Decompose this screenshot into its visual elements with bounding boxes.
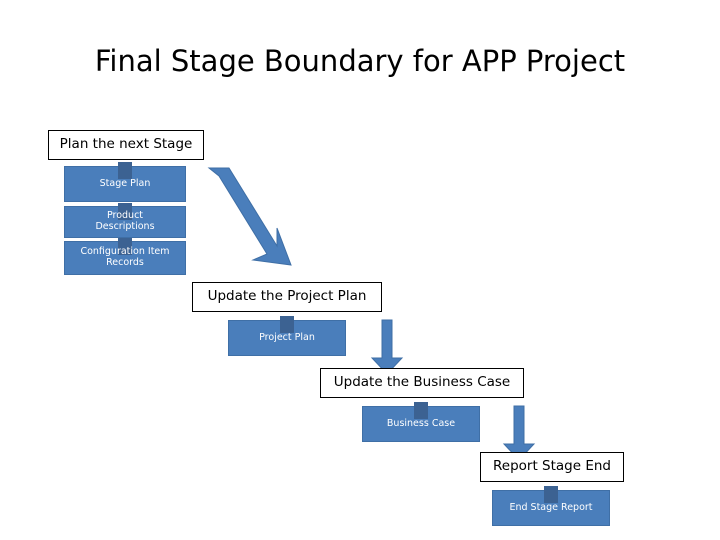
document-icon: [118, 162, 132, 179]
output-stage-plan[interactable]: Stage Plan: [64, 162, 186, 202]
output-label: End Stage Report: [509, 501, 593, 513]
output-project-plan[interactable]: Project Plan: [228, 316, 346, 356]
page-title: Final Stage Boundary for APP Project: [94, 44, 626, 78]
step-update-the-business-case[interactable]: Update the Business Case: [320, 368, 524, 398]
output-end-stage-report[interactable]: End Stage Report: [492, 486, 610, 526]
document-icon: [544, 486, 558, 503]
output-label: Configuration Item Records: [80, 246, 170, 268]
document-icon: [414, 402, 428, 419]
arrow-plan-to-update-plan: [205, 167, 295, 273]
document-icon: [280, 316, 294, 333]
document-icon: [118, 203, 132, 220]
output-label: Business Case: [386, 417, 456, 429]
step-update-the-project-plan[interactable]: Update the Project Plan: [192, 282, 382, 312]
step-label: Report Stage End: [493, 458, 611, 475]
output-business-case[interactable]: Business Case: [362, 402, 480, 442]
output-product-descriptions[interactable]: Product Descriptions: [64, 203, 186, 238]
step-plan-the-next-stage[interactable]: Plan the next Stage: [48, 130, 204, 160]
step-report-stage-end[interactable]: Report Stage End: [480, 452, 624, 482]
document-icon: [118, 238, 132, 255]
arrow-update-plan-to-business-case: [368, 319, 414, 376]
output-label: Project Plan: [259, 331, 315, 343]
output-configuration-item-records[interactable]: Configuration Item Records: [64, 238, 186, 275]
step-label: Update the Business Case: [333, 374, 511, 391]
output-label: Stage Plan: [99, 177, 151, 189]
step-label: Plan the next Stage: [59, 136, 193, 153]
step-label: Update the Project Plan: [207, 288, 367, 305]
output-label: Product Descriptions: [95, 210, 155, 232]
